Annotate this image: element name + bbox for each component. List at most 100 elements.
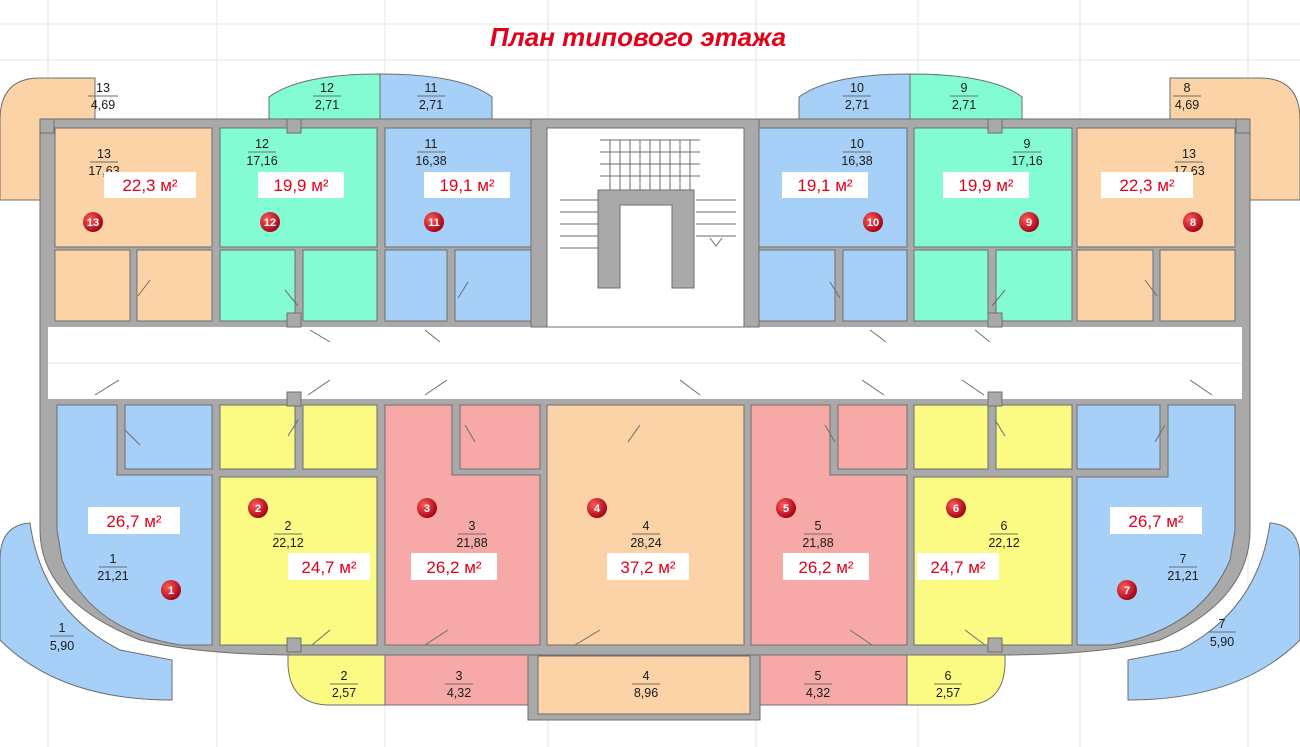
room-number: 2 (285, 519, 292, 533)
marker-12: 12 (260, 212, 280, 232)
apartment-area: 24,7 м² (301, 558, 356, 577)
balcony-label: 8 (1184, 81, 1191, 95)
svg-text:2: 2 (255, 503, 261, 515)
room-number: 13 (1182, 147, 1196, 161)
balcony-3: 3 4,32 (384, 649, 529, 706)
balcony-9: 9 2,71 (909, 73, 1023, 120)
balcony-area: 2,71 (952, 98, 976, 112)
balcony-label: 2 (341, 669, 348, 683)
area-badge-3: 26,2 м² (411, 553, 497, 580)
balcony-2: 2 2,57 (287, 649, 386, 706)
room-label-10: 10 16,38 (841, 137, 872, 168)
balcony-8: 8 4,69 (1169, 77, 1300, 201)
plan-title: План типового этажа (490, 22, 786, 52)
area-badge-11: 19,1 м² (424, 172, 510, 198)
room-label-5: 5 21,88 (802, 519, 833, 550)
apartment-area: 22,3 м² (1119, 176, 1174, 195)
marker-11: 11 (424, 212, 444, 232)
balcony-label: 13 (96, 81, 110, 95)
svg-text:4: 4 (594, 503, 601, 515)
apartment-4 (546, 404, 745, 646)
marker-1: 1 (161, 580, 181, 600)
balcony-5: 5 4,32 (759, 649, 908, 706)
svg-text:6: 6 (953, 503, 959, 515)
balcony-label: 3 (456, 669, 463, 683)
balcony-area: 4,32 (447, 686, 471, 700)
svg-text:12: 12 (264, 217, 276, 229)
area-badge-1: 26,7 м² (88, 507, 180, 534)
marker-3: 3 (417, 498, 437, 518)
svg-text:3: 3 (424, 503, 430, 515)
room-area: 21,88 (802, 536, 833, 550)
room-area: 17,16 (246, 154, 277, 168)
apartment-10 (758, 127, 908, 322)
room-number: 12 (255, 137, 269, 151)
marker-13: 13 (83, 212, 103, 232)
apartment-area: 19,1 м² (439, 176, 494, 195)
balcony-area: 5,90 (1210, 635, 1234, 649)
balcony-area: 5,90 (50, 639, 74, 653)
room-area: 28,24 (630, 536, 661, 550)
apartment-area: 26,7 м² (106, 512, 161, 531)
balcony-label: 4 (643, 669, 650, 683)
balcony-area: 2,57 (332, 686, 356, 700)
area-badge-12: 19,9 м² (258, 172, 344, 198)
apartment-11 (384, 127, 532, 322)
balcony-area: 4,69 (1175, 98, 1199, 112)
marker-7: 7 (1117, 580, 1137, 600)
balcony-area: 2,57 (936, 686, 960, 700)
room-area: 16,38 (415, 154, 446, 168)
apartment-5 (750, 404, 908, 646)
apartment-area: 19,9 м² (958, 176, 1013, 195)
apartment-3 (384, 404, 541, 646)
apartment-8 (1076, 127, 1236, 322)
corridor (48, 327, 1242, 399)
area-badge-5: 26,2 м² (783, 553, 869, 580)
room-area: 16,38 (841, 154, 872, 168)
svg-text:5: 5 (783, 503, 789, 515)
balcony-label: 11 (425, 81, 438, 95)
apartment-area: 26,2 м² (798, 558, 853, 577)
area-badge-4: 37,2 м² (607, 553, 689, 580)
balcony-area: 2,71 (315, 98, 339, 112)
balcony-11: 11 2,71 (379, 73, 493, 120)
balcony-12: 12 2,71 (268, 73, 381, 120)
balcony-7: 7 5,90 (1127, 522, 1300, 701)
apartment-area: 26,2 м² (426, 558, 481, 577)
apartment-area: 19,1 м² (797, 176, 852, 195)
apartment-9 (913, 127, 1073, 322)
room-number: 4 (643, 519, 650, 533)
balcony-area: 4,32 (806, 686, 830, 700)
area-badge-7: 26,7 м² (1110, 507, 1202, 534)
area-badge-13: 22,3 м² (104, 172, 196, 198)
apartment-area: 37,2 м² (620, 558, 675, 577)
room-number: 10 (850, 137, 864, 151)
area-badge-6: 24,7 м² (917, 553, 999, 580)
balcony-label: 6 (945, 669, 952, 683)
room-number: 13 (97, 147, 111, 161)
room-label-1: 1 21,21 (97, 552, 128, 583)
room-area: 21,21 (1167, 569, 1198, 583)
apartment-area: 19,9 м² (273, 176, 328, 195)
room-area: 17,16 (1011, 154, 1042, 168)
marker-2: 2 (248, 498, 268, 518)
room-label-12: 12 17,16 (246, 137, 277, 168)
marker-6: 6 (946, 498, 966, 518)
room-area: 22,12 (272, 536, 303, 550)
room-area: 21,21 (97, 569, 128, 583)
balcony-label: 1 (59, 621, 66, 635)
svg-text:9: 9 (1026, 217, 1032, 229)
room-number: 1 (110, 552, 117, 566)
svg-text:13: 13 (87, 217, 99, 229)
marker-8: 8 (1183, 212, 1203, 232)
room-label-2: 2 22,12 (272, 519, 303, 550)
pillars (39, 118, 1251, 653)
apartment-area: 22,3 м² (122, 176, 177, 195)
balcony-area: 8,96 (634, 686, 658, 700)
svg-text:7: 7 (1124, 585, 1130, 597)
balcony-4: 4 8,96 (527, 649, 761, 721)
room-label-9: 9 17,16 (1011, 137, 1042, 168)
balcony-area: 2,71 (845, 98, 869, 112)
room-label-7: 7 21,21 (1167, 552, 1198, 583)
